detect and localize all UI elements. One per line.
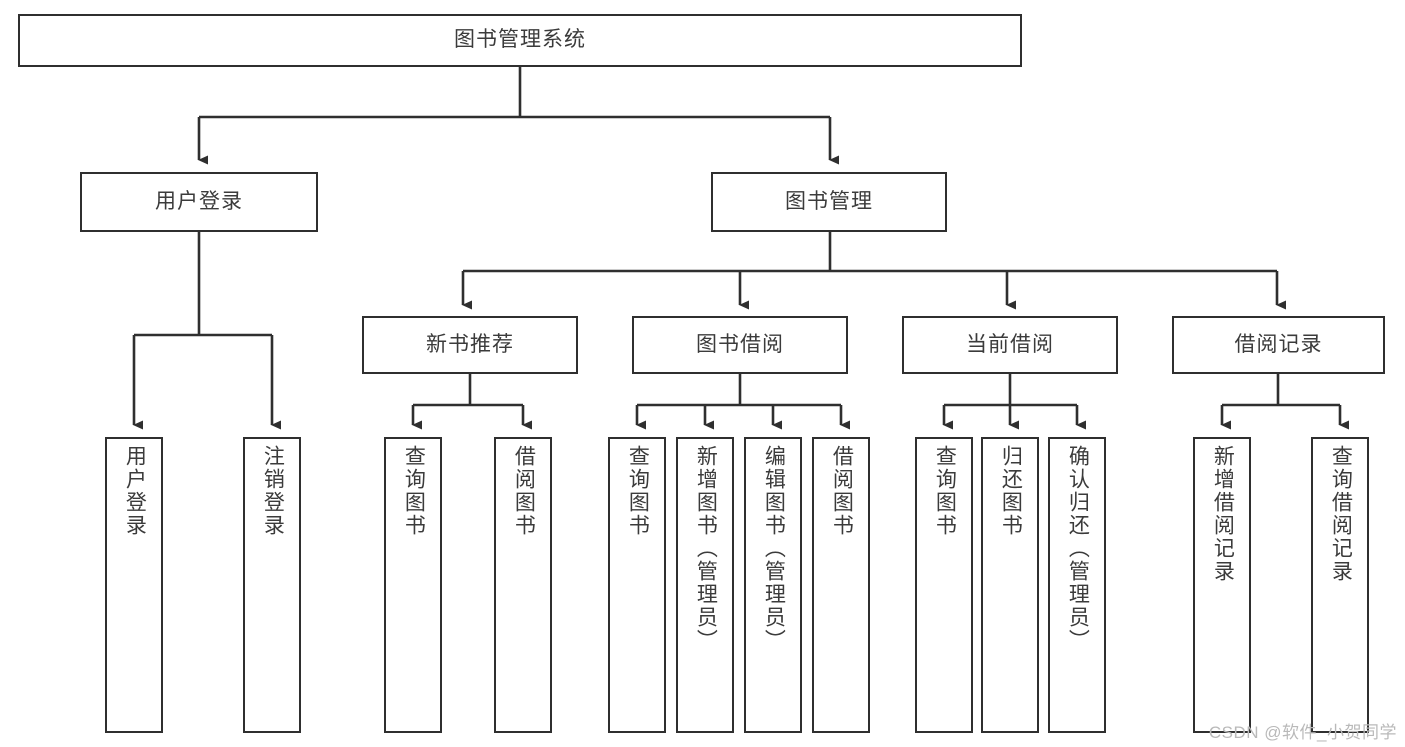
node-label: 查询图书 (933, 445, 957, 537)
leaf-book-borrow-child-edit-book-admin[interactable]: 编辑图书（管理员） (744, 437, 802, 733)
node-borrowing-record[interactable]: 借阅记录 (1172, 316, 1385, 374)
node-book-management[interactable]: 图书管理 (711, 172, 947, 232)
node-label: 新增图书（管理员） (694, 445, 718, 652)
node-label: 用户登录 (155, 189, 243, 213)
leaf-book-borrow-child-query-book[interactable]: 查询图书 (608, 437, 666, 733)
node-current-borrowing[interactable]: 当前借阅 (902, 316, 1118, 374)
leaf-user-login-child-logout[interactable]: 注销登录 (243, 437, 301, 733)
node-label: 图书管理 (785, 189, 873, 213)
leaf-current-borrow-child-confirm-return-admin[interactable]: 确认归还（管理员） (1048, 437, 1106, 733)
node-label: 借阅记录 (1234, 332, 1323, 356)
leaf-new-book-child-borrow-book[interactable]: 借阅图书 (494, 437, 552, 733)
node-label: 查询图书 (626, 445, 650, 537)
leaf-borrow-record-child-query-record[interactable]: 查询借阅记录 (1311, 437, 1369, 733)
node-label: 归还图书 (999, 445, 1023, 537)
node-label: 图书借阅 (696, 332, 784, 356)
node-label: 注销登录 (261, 445, 285, 537)
node-label: 借阅图书 (830, 445, 854, 537)
node-label: 新书推荐 (426, 332, 514, 356)
node-label: 确认归还（管理员） (1066, 445, 1090, 652)
node-label: 借阅图书 (512, 445, 536, 537)
node-label: 图书管理系统 (454, 28, 586, 52)
node-label: 用户登录 (123, 445, 147, 537)
leaf-new-book-child-query-book[interactable]: 查询图书 (384, 437, 442, 733)
node-book-borrowing[interactable]: 图书借阅 (632, 316, 848, 374)
leaf-current-borrow-child-return-book[interactable]: 归还图书 (981, 437, 1039, 733)
node-user-login[interactable]: 用户登录 (80, 172, 318, 232)
node-root-book-management-system[interactable]: 图书管理系统 (18, 14, 1022, 67)
leaf-current-borrow-child-query-book[interactable]: 查询图书 (915, 437, 973, 733)
leaf-user-login-child-user-login[interactable]: 用户登录 (105, 437, 163, 733)
node-new-book-recommendation[interactable]: 新书推荐 (362, 316, 578, 374)
leaf-borrow-record-child-add-record[interactable]: 新增借阅记录 (1193, 437, 1251, 733)
node-label: 编辑图书（管理员） (762, 445, 786, 652)
node-label: 当前借阅 (966, 332, 1054, 356)
node-label: 查询图书 (402, 445, 426, 537)
leaf-book-borrow-child-add-book-admin[interactable]: 新增图书（管理员） (676, 437, 734, 733)
node-label: 新增借阅记录 (1211, 445, 1235, 583)
leaf-book-borrow-child-borrow-book[interactable]: 借阅图书 (812, 437, 870, 733)
node-label: 查询借阅记录 (1329, 445, 1353, 583)
